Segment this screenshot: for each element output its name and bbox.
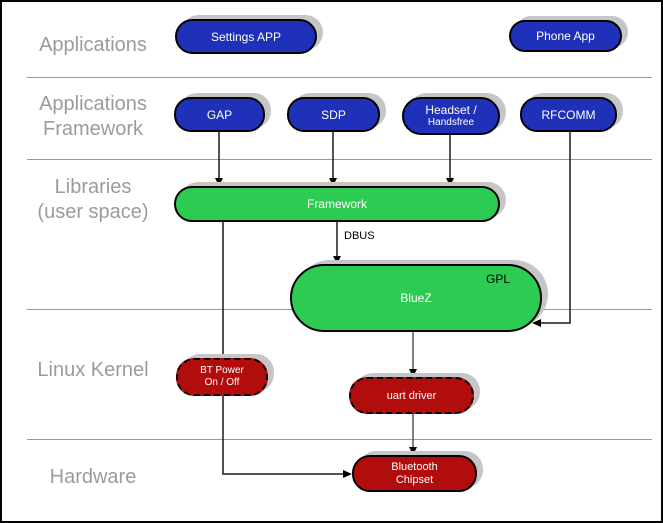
layer-divider-2 bbox=[27, 159, 652, 160]
arrowhead-gap bbox=[215, 178, 223, 186]
layer-label-linux-kernel-text: Linux Kernel bbox=[37, 359, 149, 381]
node-framework: Framework bbox=[174, 186, 500, 222]
layer-divider-1 bbox=[27, 77, 652, 78]
arrowheads bbox=[215, 178, 541, 478]
arrowhead-headset bbox=[446, 178, 454, 186]
arrow-rfcomm-to-bluez-line bbox=[536, 132, 571, 324]
node-bt-power-label-line2: On / Off bbox=[204, 377, 240, 388]
node-sdp-label: SDP bbox=[321, 107, 346, 122]
layer-label-applications-framework-line2: Framework bbox=[42, 118, 143, 140]
arrowhead-rfcomm bbox=[532, 319, 541, 327]
node-rfcomm-label: RFCOMM bbox=[541, 107, 596, 122]
node-framework-label: Framework bbox=[306, 197, 367, 211]
node-settings-app: Settings APP bbox=[175, 19, 317, 54]
arrowhead-to-chipset-left bbox=[343, 470, 352, 478]
node-headset-label-line2: Handsfree bbox=[427, 116, 475, 128]
arrow-framework-to-chipset-line bbox=[222, 222, 344, 475]
node-settings-app-label: Settings APP bbox=[210, 29, 282, 44]
node-headset-handsfree: Headset / Handsfree bbox=[402, 97, 500, 135]
layer-label-applications-framework: Applications Framework bbox=[10, 92, 176, 142]
bluez-gpl-label: GPL bbox=[486, 272, 511, 286]
node-rfcomm: RFCOMM bbox=[520, 97, 617, 132]
arrowhead-sdp bbox=[329, 178, 337, 186]
layer-label-hardware: Hardware bbox=[10, 465, 176, 490]
arrowhead-to-uart bbox=[409, 369, 417, 377]
layer-label-hardware-text: Hardware bbox=[49, 466, 137, 488]
layer-label-libraries-line1: Libraries bbox=[54, 176, 132, 198]
layer-label-applications-framework-line1: Applications bbox=[39, 93, 147, 115]
node-sdp: SDP bbox=[287, 97, 380, 132]
node-uart-driver-label: uart driver bbox=[386, 389, 437, 402]
layer-label-linux-kernel: Linux Kernel bbox=[10, 358, 176, 383]
node-gap-label: GAP bbox=[206, 107, 233, 122]
node-bt-power: BT Power On / Off bbox=[176, 358, 268, 396]
node-uart-driver: uart driver bbox=[349, 377, 474, 414]
layer-label-applications-text: Applications bbox=[39, 34, 147, 56]
layer-label-libraries: Libraries (user space) bbox=[10, 175, 176, 225]
node-bluetooth-chipset-label-line1: Bluetooth bbox=[391, 460, 438, 473]
node-phone-app-label: Phone App bbox=[536, 29, 595, 43]
arrowhead-dbus bbox=[333, 256, 341, 264]
node-bluez: BlueZ bbox=[290, 264, 542, 332]
node-phone-app: Phone App bbox=[509, 20, 622, 52]
node-bluetooth-chipset-label-line2: Chipset bbox=[395, 473, 434, 486]
node-bt-power-label-line1: BT Power bbox=[200, 365, 244, 376]
connector-strokes bbox=[218, 132, 571, 475]
dbus-label: DBUS bbox=[344, 230, 375, 242]
arrowhead-to-chipset-top bbox=[409, 447, 417, 455]
node-bluetooth-chipset: Bluetooth Chipset bbox=[352, 455, 477, 492]
layer-divider-4 bbox=[27, 439, 652, 440]
layer-label-libraries-line2: (user space) bbox=[37, 201, 149, 223]
node-gap: GAP bbox=[174, 97, 265, 132]
node-headset-label-line1: Headset / bbox=[425, 102, 477, 117]
layer-label-applications: Applications bbox=[10, 33, 176, 58]
node-bluez-label: BlueZ bbox=[400, 291, 432, 305]
